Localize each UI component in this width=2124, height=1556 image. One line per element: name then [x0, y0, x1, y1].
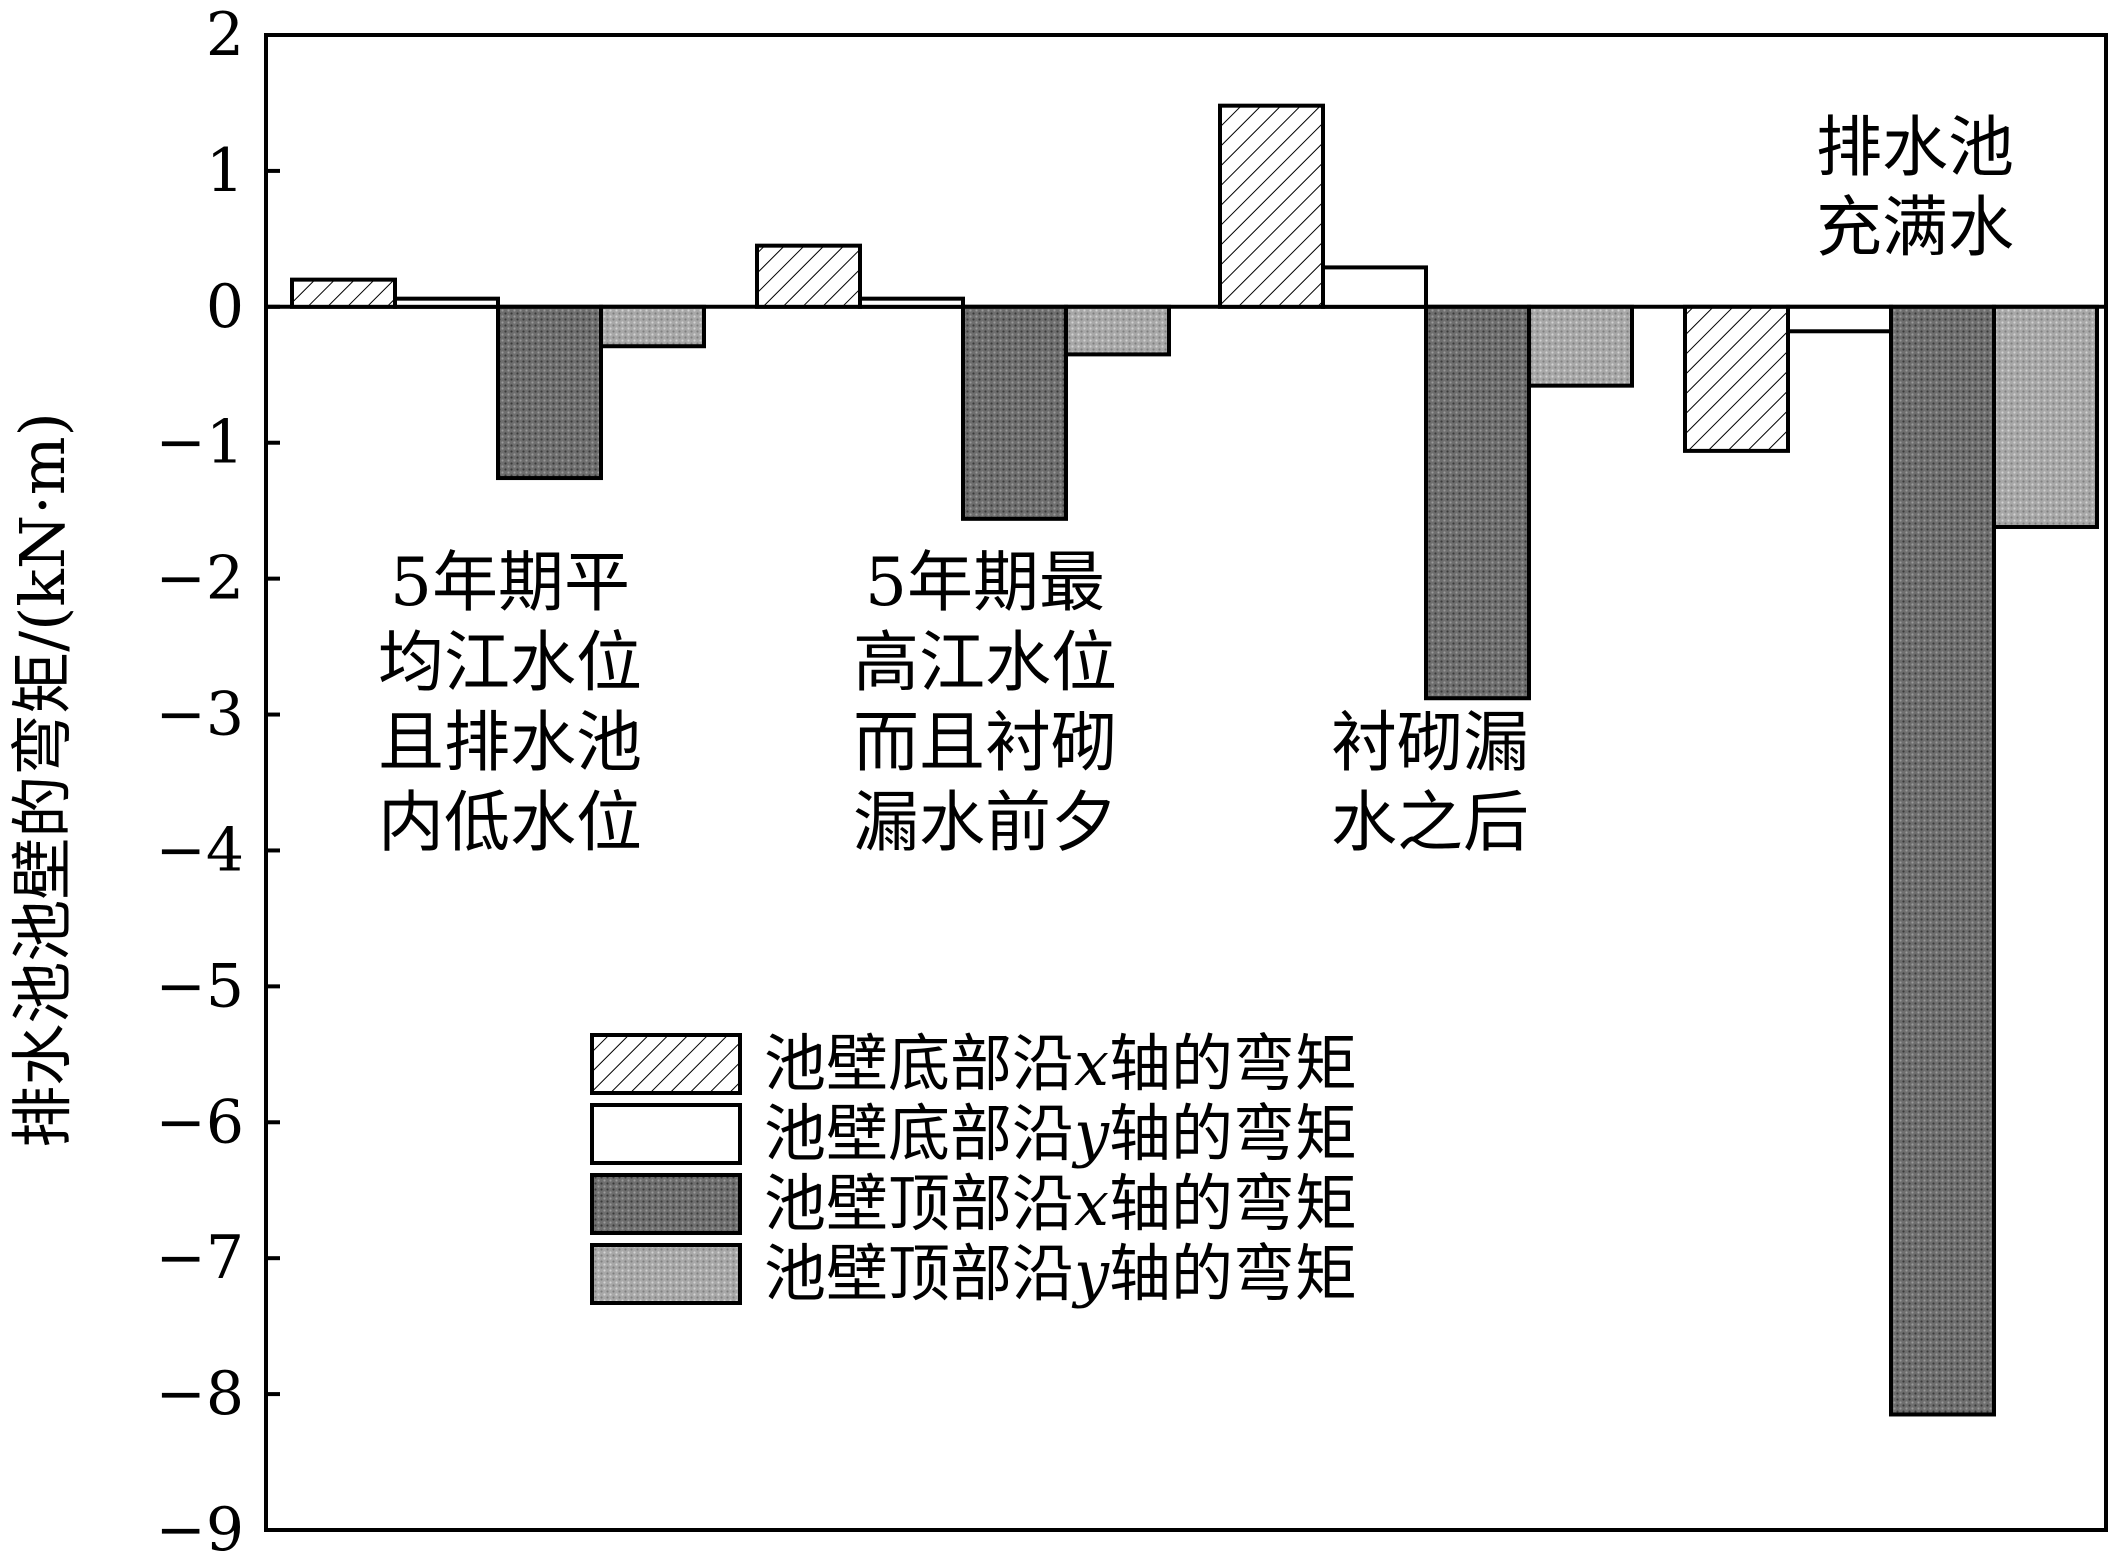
- legend-swatch: [590, 1033, 742, 1095]
- bar-4-2: [1064, 304, 1171, 357]
- y-tick-label: −1: [156, 408, 244, 478]
- category-annotation-line: 而且衬砌: [853, 704, 1117, 781]
- legend-label: 池壁顶部沿y轴的弯矩: [764, 1237, 1357, 1310]
- bar-2-1: [393, 296, 500, 309]
- y-axis-ticks: 2 1 0 −1 −2 −3 −4 −5 −6 −7 −8 −9: [156, 0, 280, 1556]
- legend-label: 池壁底部沿x轴的弯矩: [764, 1027, 1357, 1100]
- bar-1-1: [290, 277, 397, 309]
- legend-label: 池壁顶部沿x轴的弯矩: [764, 1167, 1357, 1240]
- y-tick-label: −9: [156, 1495, 244, 1556]
- y-tick-label: −3: [156, 680, 244, 750]
- bar-2-3: [1321, 265, 1428, 309]
- bar-2-4: [1786, 304, 1893, 334]
- category-annotation-line: 且排水池: [378, 704, 642, 781]
- y-tick-label: −4: [156, 815, 244, 885]
- bar-2-2: [858, 296, 965, 309]
- bar-4-1: [599, 304, 706, 349]
- y-tick-label: −8: [156, 1359, 244, 1429]
- y-tick-label: 1: [206, 136, 244, 206]
- legend-swatch: [590, 1243, 742, 1305]
- bar-3-2: [961, 304, 1068, 521]
- category-annotation-line: 5年期最: [865, 544, 1105, 621]
- category-annotation-line: 漏水前夕: [853, 784, 1117, 861]
- y-tick-label: −7: [156, 1223, 244, 1293]
- plot-frame: [264, 33, 2108, 1532]
- y-tick-label: −2: [156, 544, 244, 614]
- y-tick-label: 2: [206, 0, 244, 70]
- bar-4-4: [1992, 304, 2099, 529]
- bar-1-2: [755, 243, 862, 309]
- bar-4-3: [1527, 304, 1634, 388]
- category-annotation-line: 高江水位: [853, 624, 1117, 701]
- bar-3-3: [1424, 304, 1531, 701]
- y-tick-label: −6: [156, 1087, 244, 1157]
- bar-3-1: [496, 304, 603, 481]
- bar-1-3: [1218, 103, 1325, 309]
- legend-swatch: [590, 1103, 742, 1165]
- y-tick-label: −5: [156, 951, 244, 1021]
- bars: [290, 103, 2099, 1417]
- legend-label: 池壁底部沿y轴的弯矩: [764, 1097, 1357, 1170]
- category-annotation-line: 排水池: [1816, 109, 2014, 186]
- y-axis-label: 排水池池壁的弯矩/(kN·m): [6, 412, 79, 1148]
- bar-3-4: [1889, 304, 1996, 1417]
- category-annotation-line: 5年期平: [390, 544, 630, 621]
- bar-1-4: [1683, 304, 1790, 453]
- category-annotation-line: 内低水位: [378, 784, 642, 861]
- y-tick-label: 0: [206, 272, 244, 342]
- category-annotation-line: 衬砌漏: [1331, 704, 1529, 781]
- legend-swatch: [590, 1173, 742, 1235]
- category-annotation-line: 均江水位: [378, 624, 642, 701]
- category-annotation-line: 水之后: [1331, 784, 1529, 861]
- category-annotation-line: 充满水: [1816, 189, 2014, 266]
